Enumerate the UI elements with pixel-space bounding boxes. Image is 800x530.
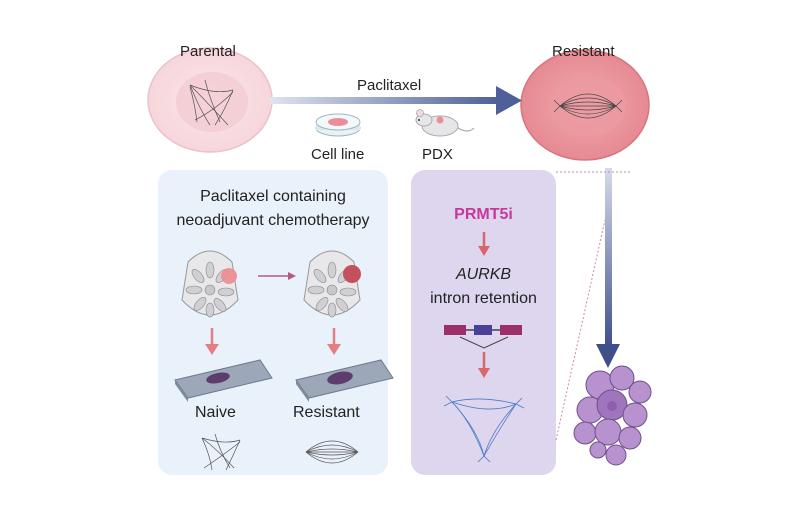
parental-cell-icon — [147, 47, 273, 153]
paclitaxel-arrow — [270, 86, 522, 115]
gene-exon-icon — [444, 325, 522, 349]
treatment-arrow — [258, 272, 296, 280]
breast-tumor-icon-resistant — [303, 250, 361, 318]
aurkb-label: AURKB — [455, 266, 512, 283]
parental-label: Parental — [180, 43, 236, 60]
tumor-cluster-icon — [573, 365, 652, 466]
paclitaxel-label: Paclitaxel — [357, 77, 422, 94]
left-down-arrows — [205, 328, 341, 355]
breast-tumor-icon-naive — [181, 250, 239, 318]
slide-icon-naive — [174, 359, 273, 402]
mouse-icon — [415, 109, 475, 137]
mid-down-arrows — [478, 232, 490, 378]
mitotic-spindle-icon-tripolar — [443, 395, 525, 463]
cell-line-label: Cell line — [311, 146, 365, 163]
neoadjuvant-panel — [158, 170, 388, 475]
mitotic-spindle-icon-naive — [201, 433, 241, 471]
neoadjuvant-title-line2: neoadjuvant chemotherapy — [176, 212, 370, 229]
petri-dish-icon — [315, 113, 361, 137]
naive-label: Naive — [195, 404, 236, 421]
mitotic-spindle-icon-resistant — [305, 440, 359, 464]
resistant-cell-icon — [520, 49, 650, 161]
slide-icon-resistant — [295, 359, 394, 402]
resistant-slide-label: Resistant — [293, 404, 360, 421]
neoadjuvant-title-line1: Paclitaxel containing — [200, 188, 346, 205]
prmt5i-panel — [411, 170, 556, 475]
resistant-top-label: Resistant — [552, 43, 615, 60]
resistant-down-arrow — [596, 168, 620, 368]
prmt5i-label: PRMT5i — [454, 206, 513, 223]
intron-retention-label: intron retention — [430, 290, 537, 307]
pdx-label: PDX — [422, 146, 453, 163]
zoom-lines — [555, 171, 630, 441]
